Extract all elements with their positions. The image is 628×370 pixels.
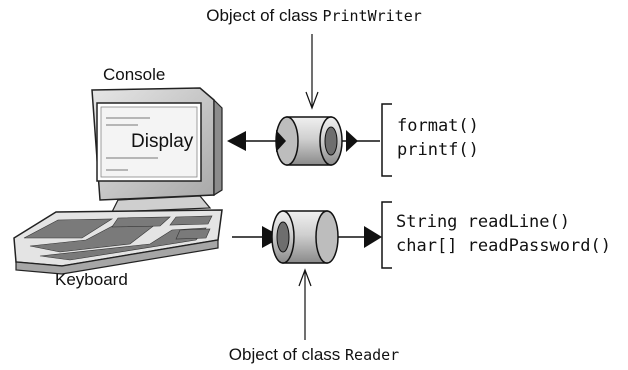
reader-cylinder-icon [271, 210, 339, 264]
printwriter-caption-prefix: Object of class [206, 6, 323, 25]
reader-caption: Object of class Reader [0, 345, 628, 365]
display-label: Display [131, 131, 194, 152]
method-printf: printf() [397, 140, 479, 160]
keyboard-icon [13, 209, 223, 275]
output-methods-bracket [381, 103, 392, 177]
method-readline: String readLine() [396, 212, 570, 232]
output-arrow [227, 131, 276, 151]
printwriter-in-arrowhead [346, 130, 358, 152]
printwriter-class-name: PrintWriter [322, 7, 422, 25]
printwriter-caption-arrow [305, 34, 319, 110]
input-methods-bracket [381, 201, 392, 269]
reader-class-name: Reader [345, 346, 400, 364]
printwriter-cylinder-icon [275, 116, 343, 166]
reader-caption-prefix: Object of class [228, 345, 346, 364]
output-methods-list: format() printf() [397, 114, 479, 162]
method-format: format() [397, 116, 479, 136]
input-methods-list: String readLine() char[] readPassword() [396, 210, 611, 258]
method-readpassword: char[] readPassword() [396, 236, 611, 256]
reader-caption-arrow [298, 268, 312, 340]
reader-out-arrow [338, 226, 382, 248]
printwriter-caption: Object of class PrintWriter [0, 6, 628, 26]
console-label: Console [103, 65, 166, 84]
keyboard-label: Keyboard [55, 270, 128, 289]
monitor-icon [91, 87, 223, 213]
